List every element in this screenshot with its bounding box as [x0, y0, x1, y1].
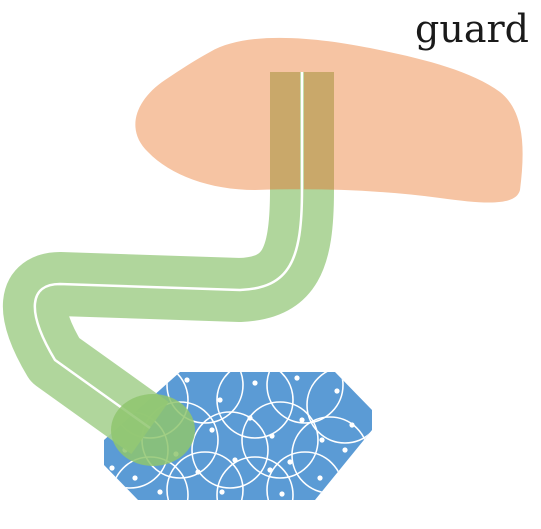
tube-end-cap: [111, 394, 195, 466]
tube-top-left: [270, 72, 300, 76]
tube-top-right: [304, 72, 334, 76]
tube-overlap-left: [270, 72, 300, 202]
tube-overlap-right: [304, 72, 334, 202]
label-guard: guard: [415, 10, 529, 48]
